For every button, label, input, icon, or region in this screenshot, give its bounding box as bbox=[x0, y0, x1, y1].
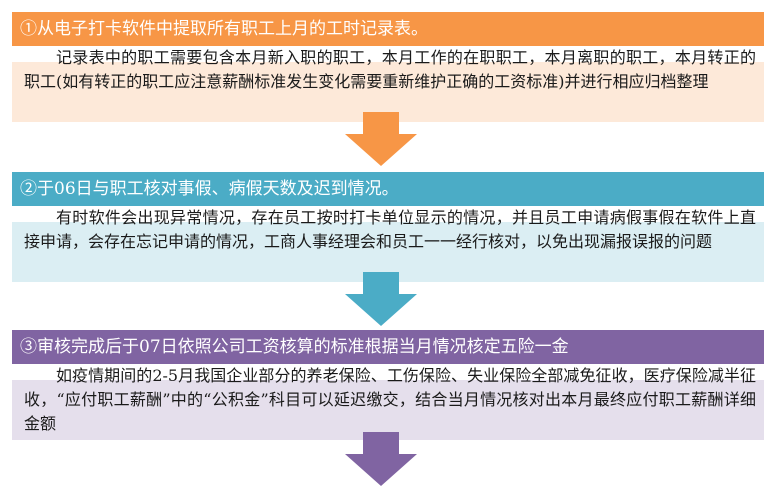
step-1-body: 记录表中的职工需要包含本月新入职的职工，本月工作的在职职工，本月离职的职工，本月… bbox=[12, 46, 764, 122]
down-arrow-3 bbox=[345, 432, 417, 486]
step-2-body: 有时软件会出现异常情况，存在员工按时打卡单位显示的情况，并且员工申请病假事假在软… bbox=[12, 206, 764, 282]
step-1-header: ①从电子打卡软件中提取所有职工上月的工时记录表。 bbox=[12, 12, 764, 46]
step-3-header: ③审核完成后于07日依照公司工资核算的标准根据当月情况核定五险一金 bbox=[12, 330, 764, 364]
step-3-body: 如疫情期间的2-5月我国企业部分的养老保险、工伤保险、失业保险全部减免征收，医疗… bbox=[12, 364, 764, 440]
step-2-header: ②于06日与职工核对事假、病假天数及迟到情况。 bbox=[12, 172, 764, 206]
down-arrow-1 bbox=[345, 112, 417, 166]
down-arrow-2 bbox=[345, 272, 417, 326]
